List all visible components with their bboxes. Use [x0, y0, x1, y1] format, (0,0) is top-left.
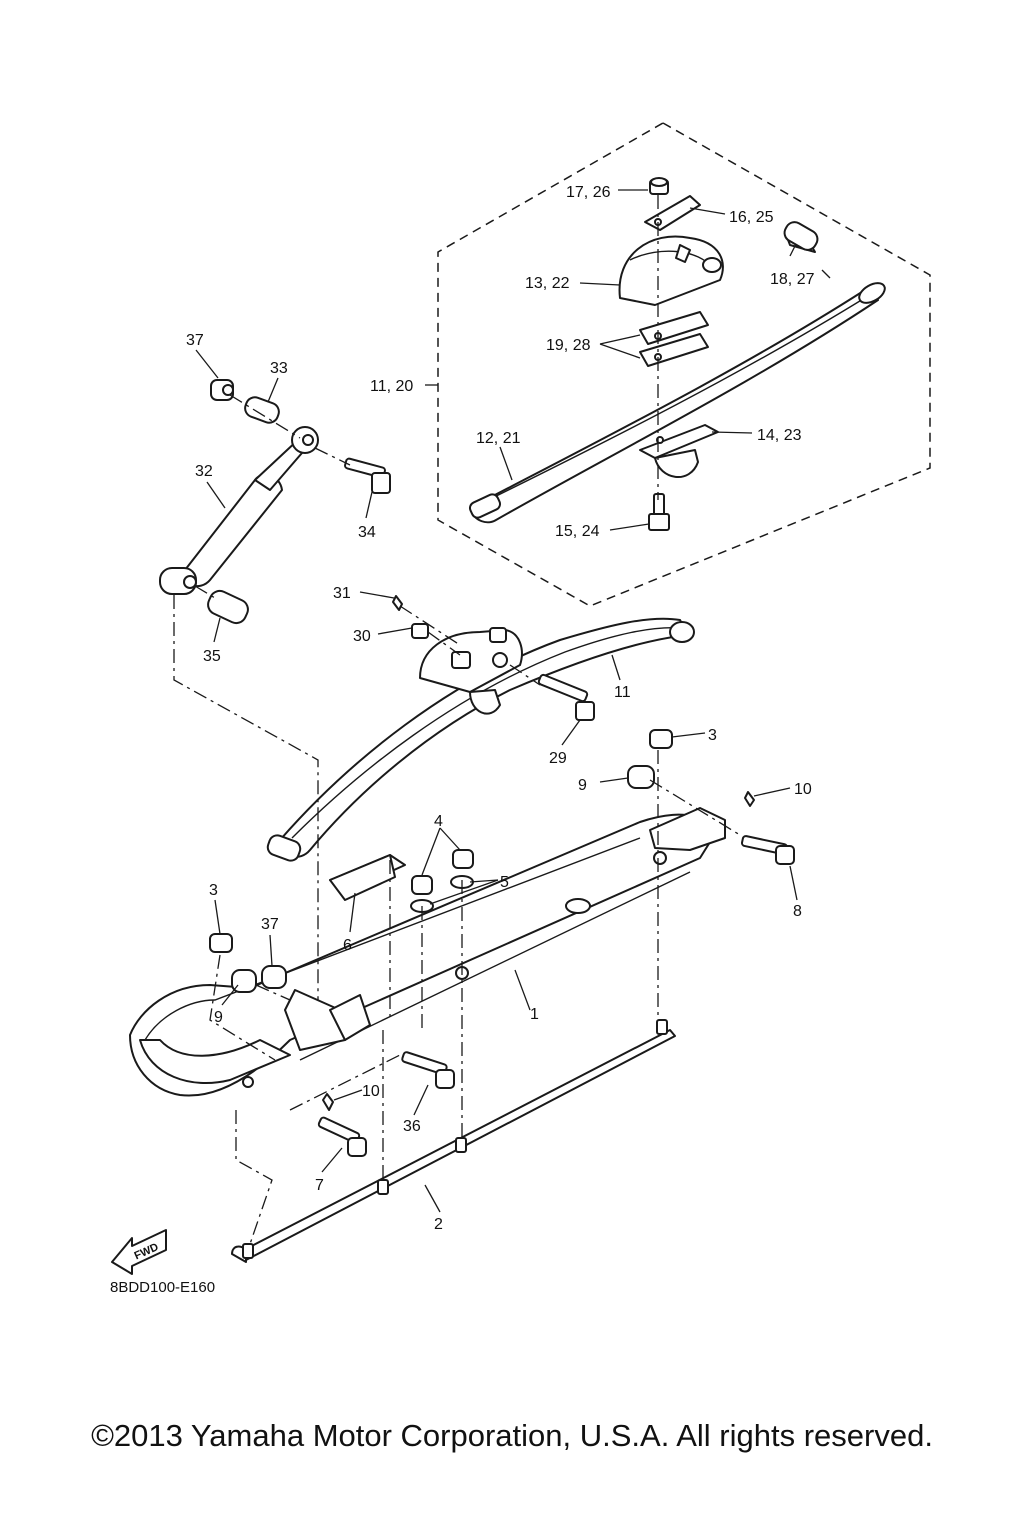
- bolt-7: [317, 1116, 367, 1157]
- callout-15-24: 15, 24: [555, 523, 600, 540]
- assembly-lines: [173, 394, 741, 1245]
- ski-rear-bracket: [649, 807, 726, 851]
- spring-seat-bracket: [419, 627, 523, 715]
- callout-18-27: 18, 27: [770, 271, 815, 288]
- inset-plate-lower: [639, 424, 719, 479]
- nut-30: [411, 623, 429, 639]
- collar-9-left: [231, 969, 257, 993]
- callout-5: 5: [500, 874, 509, 891]
- inset-nut-17-26: [649, 177, 669, 195]
- callout-32: 32: [195, 463, 213, 480]
- inset-leaders: [425, 189, 831, 531]
- callout-1: 1: [530, 1006, 539, 1023]
- pin-10-left: [322, 1093, 334, 1111]
- collar-35: [207, 589, 249, 625]
- inset-plate-upper: [639, 311, 709, 367]
- runner-2: [231, 1019, 676, 1263]
- callout-16-25: 16, 25: [729, 209, 774, 226]
- bolt-29: [537, 673, 595, 721]
- bolt-36: [401, 1051, 455, 1089]
- callout-11-20: 11, 20: [370, 378, 413, 395]
- callout-37-lower: 37: [261, 916, 279, 933]
- callout-9-right: 9: [578, 777, 587, 794]
- inset-clamp-16-25: [644, 195, 701, 231]
- copyright-notice: ©2013 Yamaha Motor Corporation, U.S.A. A…: [91, 1418, 933, 1453]
- ski-front-bracket: [284, 989, 371, 1051]
- shock-absorber: [159, 426, 319, 595]
- inset-seat-bracket: [618, 235, 724, 306]
- callout-30: 30: [353, 628, 371, 645]
- inset-bolt-15-24: [648, 493, 670, 531]
- callout-14-23: 14, 23: [757, 427, 802, 444]
- nuts-4: [411, 849, 474, 895]
- bracket-6: [329, 854, 406, 901]
- forward-arrow-icon: FWD: [111, 1229, 167, 1275]
- callout-11: 11: [614, 684, 631, 701]
- main-leaders: [195, 349, 798, 1213]
- bolt-8: [740, 835, 795, 865]
- callout-10-right: 10: [794, 781, 812, 798]
- callout-10-left: 10: [362, 1083, 380, 1100]
- callout-3-right: 3: [708, 727, 717, 744]
- nut-3-right: [649, 729, 673, 749]
- callout-31: 31: [333, 585, 351, 602]
- callout-2: 2: [434, 1216, 443, 1233]
- callout-6: 6: [343, 937, 352, 954]
- nut-37-top: [210, 379, 234, 401]
- callout-34: 34: [358, 524, 376, 541]
- ski-1: [129, 813, 712, 1097]
- diagram-code: 8BDD100-E160: [110, 1279, 215, 1296]
- callout-29: 29: [549, 750, 567, 767]
- nut-3-left: [209, 933, 233, 953]
- callout-19-28: 19, 28: [546, 337, 591, 354]
- callout-8: 8: [793, 903, 802, 920]
- nut-37-lower: [261, 965, 287, 989]
- bolt-34: [344, 457, 391, 494]
- cotter-pin-31: [392, 595, 403, 611]
- callout-12-21: 12, 21: [476, 430, 521, 447]
- inset-leaf-spring: [468, 282, 886, 524]
- callout-4: 4: [434, 813, 443, 830]
- callout-33: 33: [270, 360, 288, 377]
- callout-9-left: 9: [214, 1009, 223, 1026]
- collar-9-right: [627, 765, 655, 789]
- callout-36: 36: [403, 1118, 421, 1135]
- collar-33: [244, 396, 280, 424]
- pin-10-right: [744, 791, 755, 807]
- callout-13-22: 13, 22: [525, 275, 570, 292]
- callout-labels: 17, 26 16, 25 13, 22 18, 27 19, 28 11, 2…: [186, 184, 815, 1233]
- callout-7: 7: [315, 1177, 324, 1194]
- callout-17-26: 17, 26: [566, 184, 611, 201]
- inset-boundary: [437, 122, 931, 607]
- inset-collar-18-27: [783, 221, 819, 253]
- callout-35: 35: [203, 648, 221, 665]
- leaf-spring-11: [266, 617, 695, 862]
- callout-37-top: 37: [186, 332, 204, 349]
- callout-3-left: 3: [209, 882, 218, 899]
